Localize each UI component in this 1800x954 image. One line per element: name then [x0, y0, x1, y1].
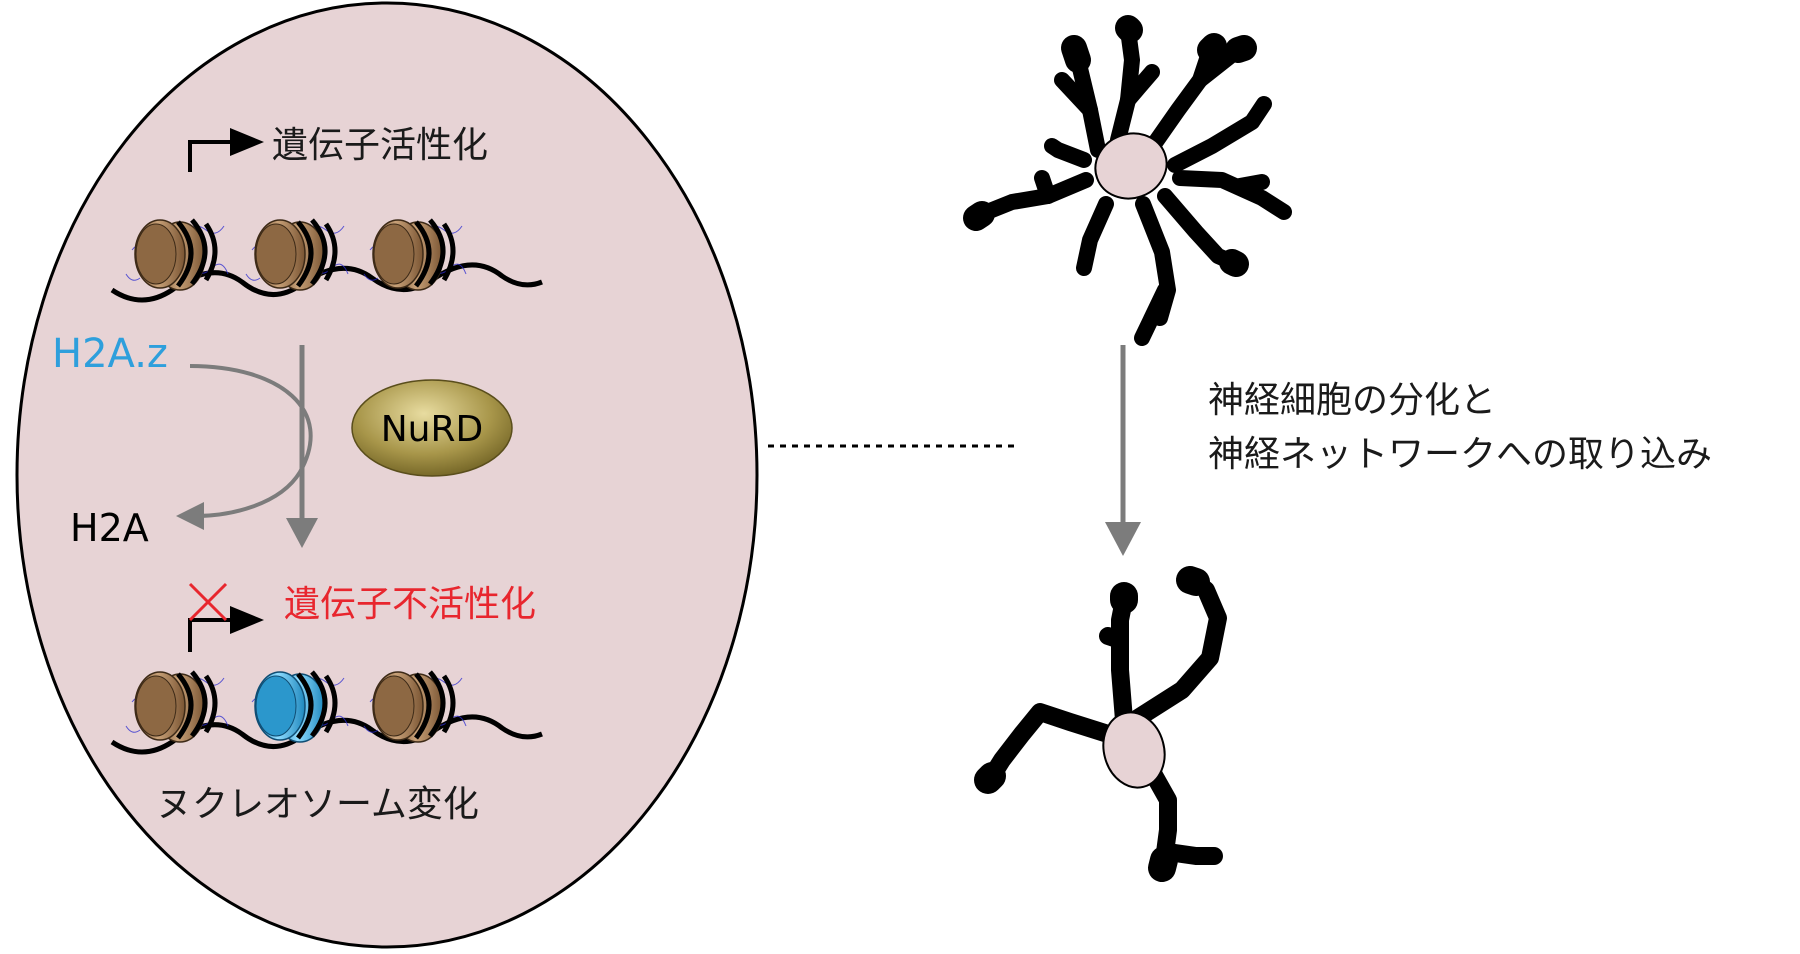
- immature-neuron-icon: [963, 15, 1292, 346]
- activation-promoter-arrow-icon: [188, 128, 264, 172]
- activation-label: 遺伝子活性化: [272, 125, 488, 166]
- neuron-caption-line1: 神経細胞の分化と: [1208, 380, 1496, 421]
- differentiation-arrow-icon: [1105, 345, 1141, 556]
- nurd-complex: [351, 379, 513, 477]
- exchange-curve-arrow-icon: [189, 364, 313, 518]
- mature-neuron-soma: [1102, 711, 1166, 789]
- block-cross-icon: [188, 582, 228, 622]
- h2az-label: H2A.z: [52, 331, 168, 377]
- exchange-arrowhead-icon: [176, 502, 204, 530]
- nucleosome-change-label: ヌクレオソーム変化: [156, 784, 479, 825]
- active-chromatin: [110, 220, 543, 303]
- repressed-chromatin: [110, 672, 543, 755]
- neuron-caption-line2: 神経ネットワークへの取り込み: [1208, 434, 1712, 475]
- immature-neuron-soma: [1094, 132, 1168, 200]
- repression-arrow-icon: [286, 345, 318, 548]
- nurd-label: NuRD: [381, 409, 483, 450]
- h2a-label: H2A: [70, 506, 149, 550]
- inactivation-label: 遺伝子不活性化: [284, 584, 536, 625]
- mature-neuron-icon: [974, 566, 1227, 882]
